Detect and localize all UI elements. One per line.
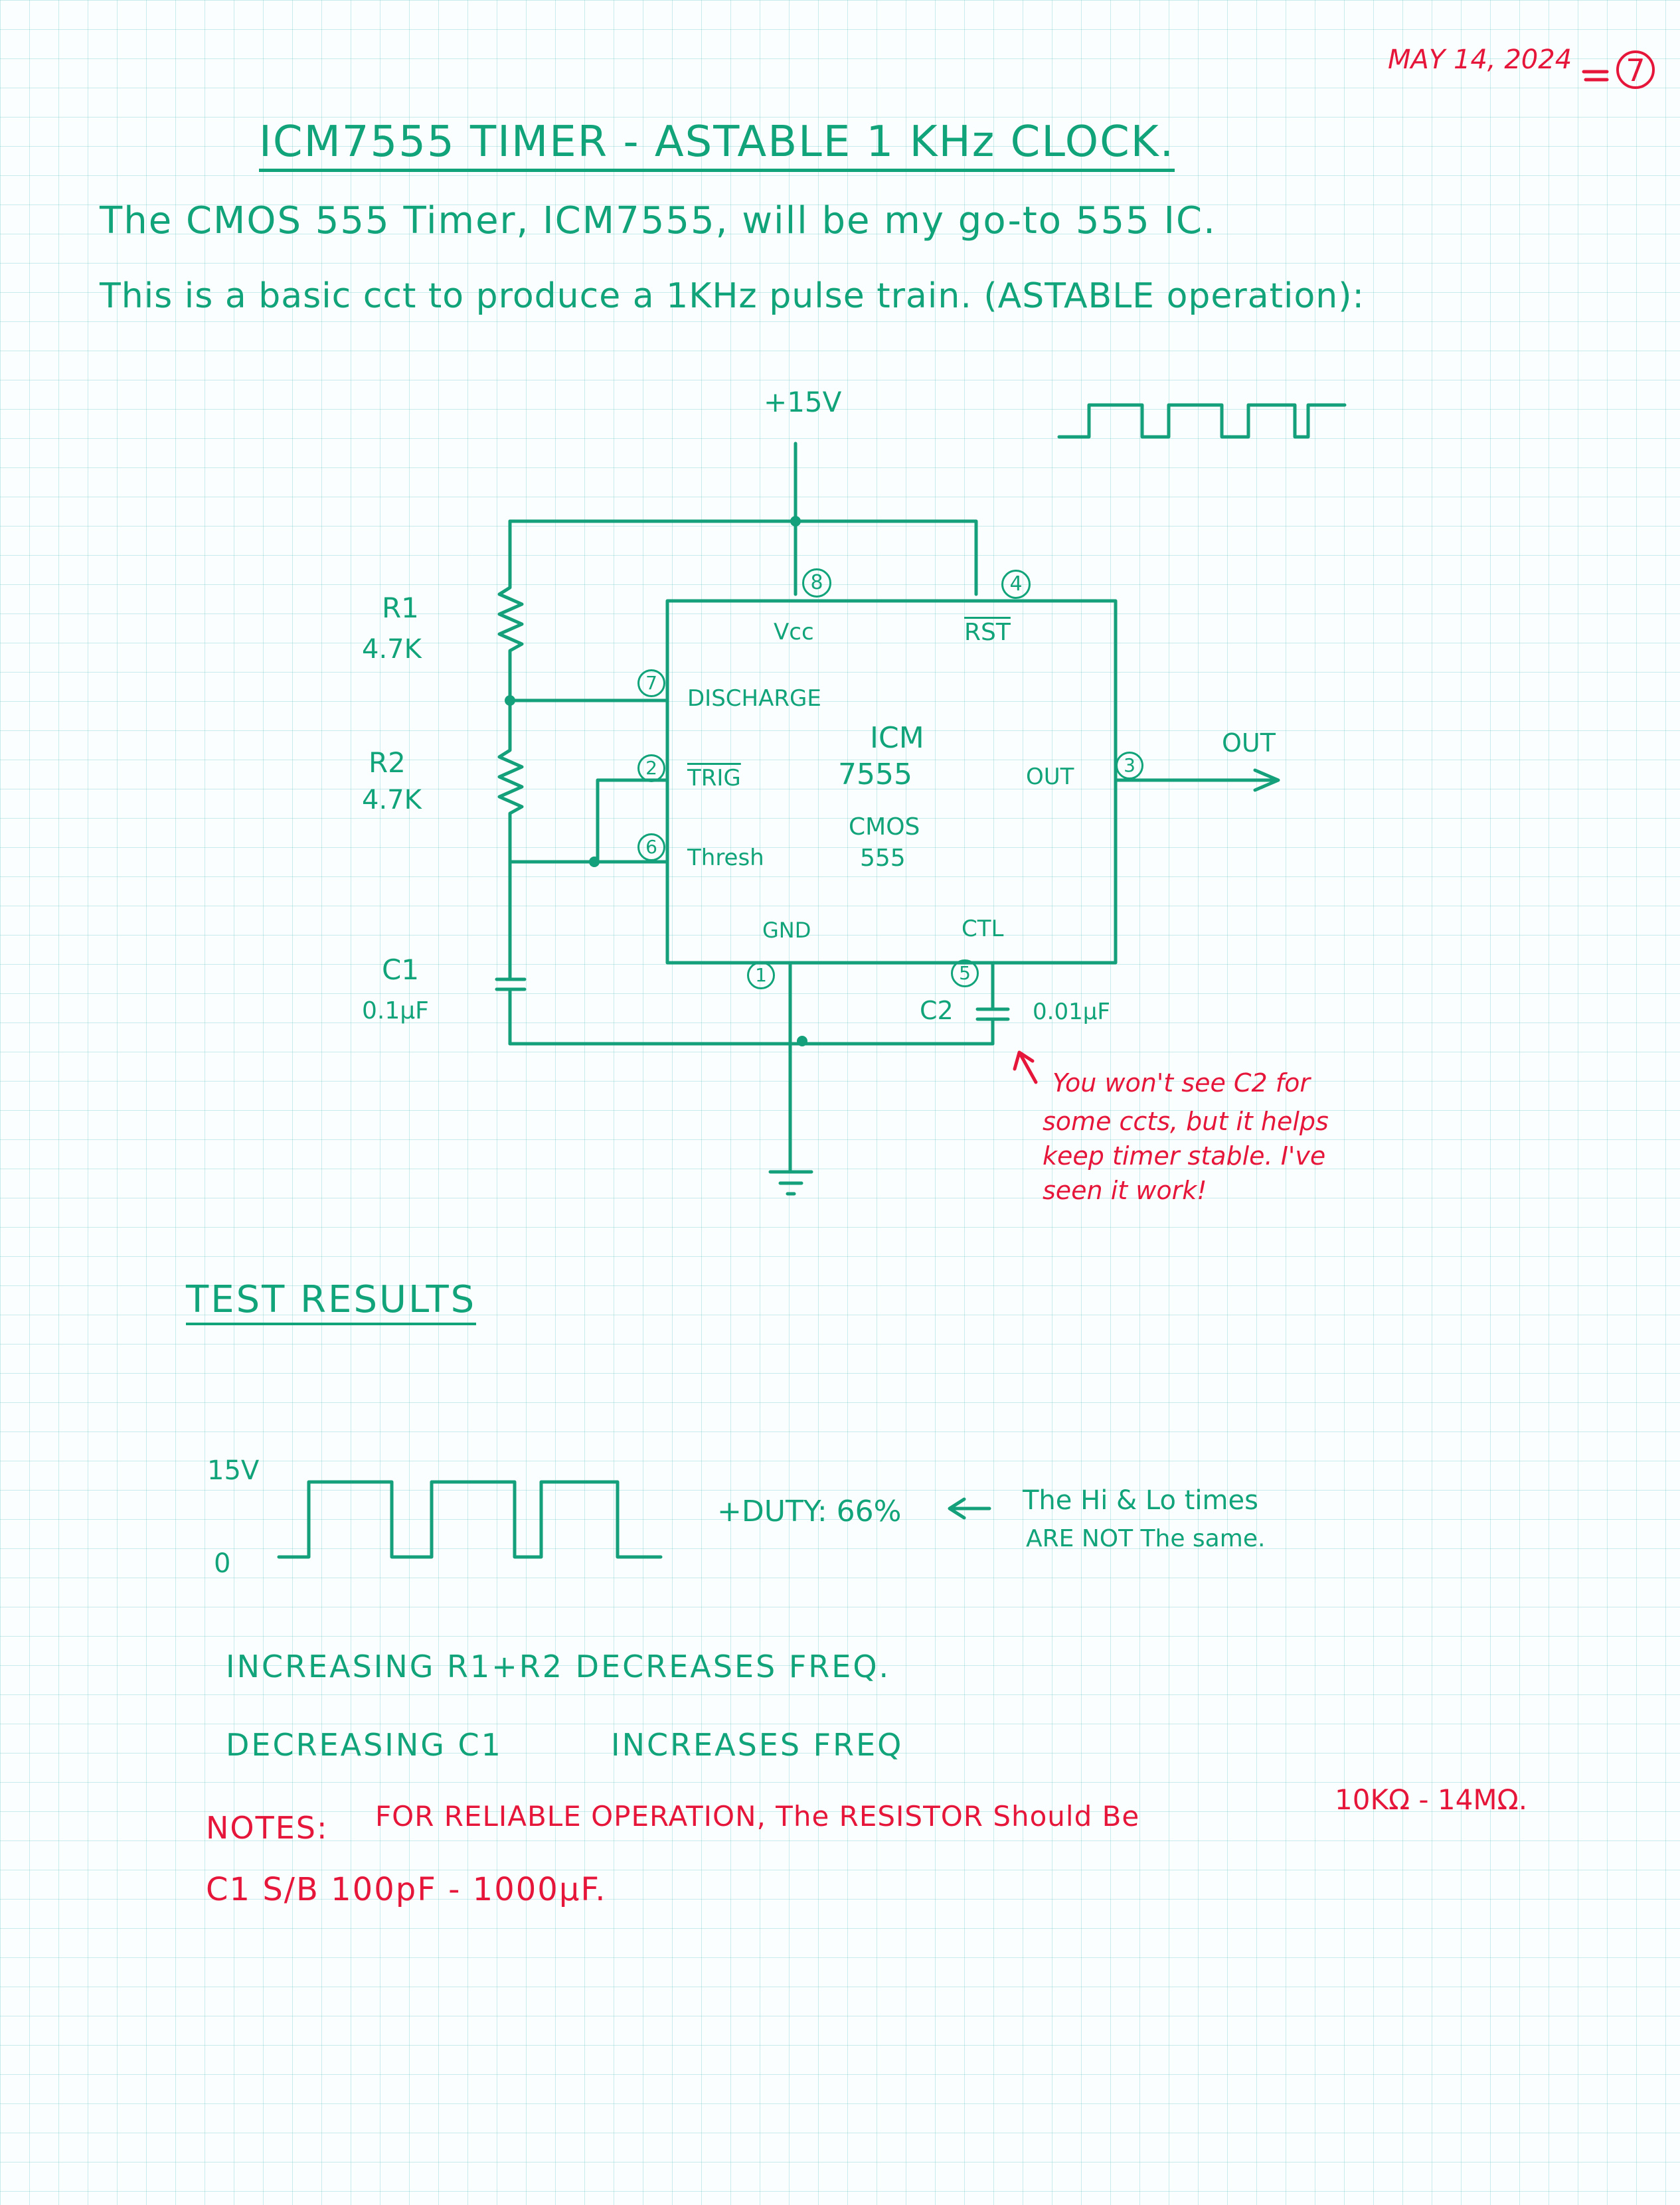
pin-1-number: 1	[747, 961, 775, 989]
ground-symbol	[768, 1170, 813, 1196]
ic-name-line-2: 7555	[838, 758, 912, 791]
c2-value: 0.01µF	[1033, 999, 1110, 1025]
test-results-heading: TEST RESULTS	[186, 1281, 477, 1325]
notes-line-1: FOR RELIABLE OPERATION, The RESISTOR Sho…	[375, 1800, 1140, 1833]
supply-junction	[790, 516, 801, 527]
observation-2b: INCREASES FREQ	[611, 1727, 904, 1763]
c1-name: C1	[382, 953, 420, 986]
page-title: ICM7555 TIMER - ASTABLE 1 KHz CLOCK.	[259, 121, 1175, 172]
supply-label: +15V	[764, 386, 842, 418]
duty-note-line-2: ARE NOT The same.	[1026, 1525, 1266, 1552]
r2-name: R2	[369, 746, 406, 779]
gnd-label: GND	[762, 918, 811, 943]
pin-2-number: 2	[637, 754, 665, 782]
trig-label: TRIG	[687, 765, 741, 791]
observation-2a: DECREASING C1	[226, 1727, 503, 1763]
ctl-label: CTL	[962, 916, 1004, 942]
notes-line-2: C1 S/B 100pF - 1000µF.	[206, 1871, 607, 1908]
out-arrow	[1253, 768, 1280, 792]
vcc-label: Vcc	[774, 619, 814, 645]
out-pin-label: OUT	[1026, 764, 1074, 790]
waveform-high-label: 15V	[207, 1455, 260, 1486]
r2-value: 4.7K	[362, 785, 422, 815]
date-label: MAY 14, 2024	[1388, 44, 1572, 75]
rst-label: RST	[964, 619, 1011, 646]
ic-name-line-1: ICM	[870, 721, 924, 755]
ic-name-line-3: CMOS	[849, 813, 920, 841]
r1-resistor	[497, 519, 524, 702]
c2-name: C2	[920, 996, 954, 1025]
top-rail	[508, 519, 978, 596]
r2-resistor	[497, 698, 524, 865]
pin-6-number: 6	[637, 833, 665, 861]
pin-5-number: 5	[951, 959, 979, 987]
discharge-junction	[505, 695, 515, 706]
date-scribble	[1582, 70, 1609, 82]
duty-note-arrow	[948, 1497, 991, 1520]
notes-label: NOTES:	[206, 1810, 329, 1846]
c2-note-arrow	[1013, 1050, 1038, 1084]
ground-junction	[797, 1036, 807, 1046]
c2-note-line-4: seen it work!	[1043, 1176, 1207, 1205]
r1-name: R1	[382, 592, 419, 624]
r1-value: 4.7K	[362, 634, 422, 665]
thresh-junction	[589, 857, 600, 867]
intro-line-1: The CMOS 555 Timer, ICM7555, will be my …	[100, 199, 1217, 242]
intro-line-2: This is a basic cct to produce a 1KHz pu…	[100, 276, 1365, 316]
pin-4-number: 4	[1001, 570, 1031, 599]
discharge-label: DISCHARGE	[687, 685, 821, 712]
thresh-label: Thresh	[687, 845, 764, 871]
c1-capacitor	[495, 861, 527, 1046]
notes-resistor-range: 10KΩ - 14MΩ.	[1335, 1783, 1528, 1816]
out-label: OUT	[1222, 728, 1276, 758]
waveform-low-label: 0	[214, 1548, 231, 1579]
page-number: 7	[1616, 50, 1655, 89]
c2-capacitor	[975, 961, 1010, 1046]
observation-1: INCREASING R1+R2 DECREASES FREQ.	[226, 1649, 891, 1684]
c1-value: 0.1µF	[362, 997, 429, 1024]
pin-3-number: 3	[1116, 752, 1143, 779]
duty-cycle-label: +DUTY: 66%	[717, 1495, 902, 1528]
c2-note-line-3: keep timer stable. I've	[1043, 1141, 1326, 1171]
c2-note-line-1: You won't see C2 for	[1052, 1068, 1310, 1098]
pin-8-number: 8	[802, 568, 831, 598]
pin-7-number: 7	[637, 669, 665, 697]
duty-note-line-1: The Hi & Lo times	[1023, 1485, 1258, 1516]
ic-name-line-4: 555	[860, 845, 906, 872]
pulse-train-sketch	[1057, 403, 1347, 439]
test-waveform	[277, 1480, 663, 1559]
c2-note-line-2: some ccts, but it helps	[1043, 1107, 1329, 1136]
